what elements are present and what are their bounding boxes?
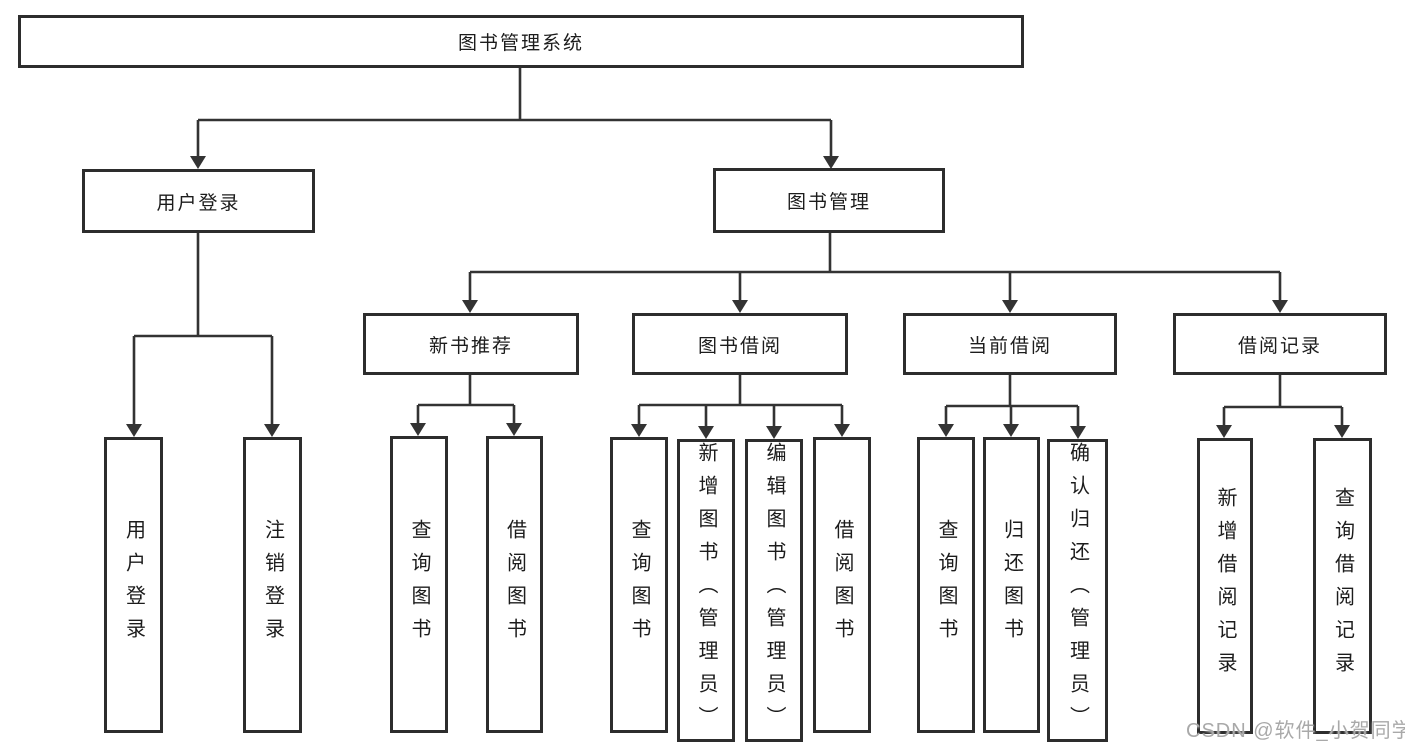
- leaf-borrow-books: 借阅图书: [813, 437, 871, 733]
- leaf-return-books-label: 归还图书: [1000, 519, 1023, 651]
- leaf-query-books: 查询图书: [610, 437, 668, 733]
- branch-user-login-label: 用户登录: [156, 192, 241, 214]
- leaf-add-books-admin-label: 新增图书（管理员）: [695, 442, 717, 739]
- section-current-borrow-label: 当前借阅: [967, 335, 1052, 357]
- leaf-query-books: 查询图书: [390, 436, 448, 733]
- node-root-label: 图书管理系统: [457, 33, 584, 54]
- section-current-borrow: 当前借阅: [903, 313, 1117, 375]
- branch-book-management: 图书管理: [713, 168, 945, 233]
- leaf-query-borrow-record: 查询借阅记录: [1313, 438, 1372, 734]
- leaf-user-login-label: 用户登录: [122, 519, 145, 651]
- leaf-query-books: 查询图书: [917, 437, 975, 733]
- section-borrow-records: 借阅记录: [1173, 313, 1387, 375]
- leaf-user-login: 用户登录: [104, 437, 163, 733]
- leaf-edit-books-admin: 编辑图书（管理员）: [745, 439, 803, 742]
- leaf-add-borrow-record: 新增借阅记录: [1197, 438, 1253, 734]
- leaf-logout-label: 注销登录: [261, 519, 284, 651]
- branch-book-management-label: 图书管理: [786, 192, 871, 213]
- leaf-query-books-label: 查询图书: [935, 519, 957, 651]
- leaf-logout: 注销登录: [243, 437, 302, 733]
- leaf-borrow-books: 借阅图书: [486, 436, 543, 733]
- leaf-edit-books-admin-label: 编辑图书（管理员）: [763, 442, 785, 739]
- section-borrow-records-label: 借阅记录: [1237, 335, 1322, 357]
- section-book-borrow-label: 图书借阅: [697, 335, 782, 357]
- leaf-borrow-books-label: 借阅图书: [831, 519, 853, 651]
- leaf-query-books-label: 查询图书: [408, 518, 430, 651]
- watermark: CSDN @软件_小贺同学: [1186, 720, 1405, 742]
- branch-user-login: 用户登录: [82, 169, 315, 233]
- tree-lines: [132, 68, 1344, 427]
- leaf-return-books: 归还图书: [983, 437, 1040, 733]
- leaf-query-books-label: 查询图书: [628, 519, 650, 651]
- section-book-borrow: 图书借阅: [632, 313, 848, 375]
- leaf-query-borrow-record-label: 查询借阅记录: [1331, 487, 1354, 685]
- section-new-book-recommend: 新书推荐: [363, 313, 579, 375]
- leaf-add-books-admin: 新增图书（管理员）: [677, 439, 735, 742]
- leaf-confirm-return-admin-label: 确认归还（管理员）: [1066, 442, 1089, 739]
- leaf-borrow-books-label: 借阅图书: [503, 518, 526, 651]
- leaf-confirm-return-admin: 确认归还（管理员）: [1047, 439, 1108, 742]
- leaf-add-borrow-record-label: 新增借阅记录: [1214, 487, 1236, 685]
- arrow-icon: [126, 156, 1350, 439]
- node-root: 图书管理系统: [18, 15, 1024, 68]
- section-new-book-recommend-label: 新书推荐: [428, 335, 513, 357]
